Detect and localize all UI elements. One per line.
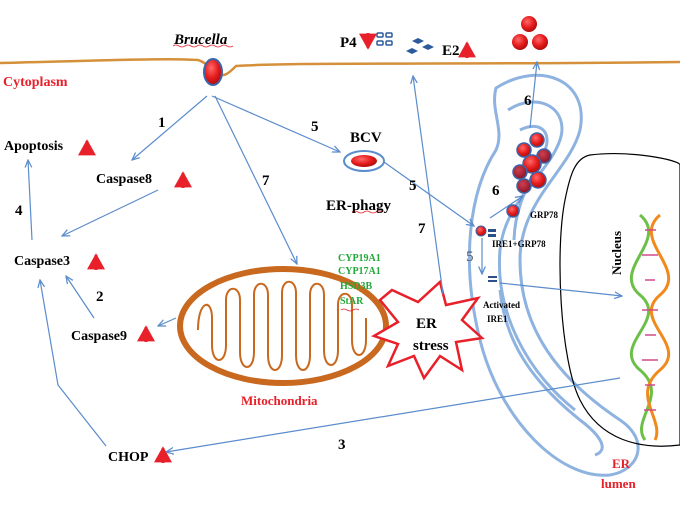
gene-label: HSD3B [340,281,373,292]
secreted-vesicles [512,16,548,50]
caspase3-label: Caspase3 [14,254,70,269]
p4-label: P4 [340,35,357,51]
mitochondrion [177,266,389,386]
step-number: 5 [311,119,319,135]
er-bacteria-cluster [506,132,552,218]
bcv-vesicle [343,150,385,172]
er-stress-label-line1: ER [416,316,437,332]
gene-label: CYP19A1 [338,253,381,264]
caspase9-label: Caspase9 [71,329,127,344]
er-lumen-label-line2: lumen [601,476,636,491]
step-number: 6 [492,183,500,199]
step-number: 1 [158,115,166,131]
gene-label: CYP17A1 [338,266,381,277]
er-lumen-label-line1: ER [612,456,631,471]
mitochondria-label: Mitochondria [241,393,318,408]
brucella-label: Brucella [173,32,228,48]
gene-label: StAR [340,296,364,307]
ire1-marker-icon [475,225,497,282]
e2-label: E2 [442,43,460,59]
step-number: 3 [338,437,346,453]
step-number: 6 [524,93,532,109]
nucleus-envelope [559,153,680,447]
step-number: 4 [15,203,23,219]
step-number: 7 [418,221,426,237]
step-number: 5 [466,249,474,265]
red-indicators [78,33,476,463]
nucleus-label: Nucleus [609,231,624,275]
brucella-bacterium [203,58,223,86]
activated-ire1-label-line1: Activated [483,300,520,310]
dna-helix-icon [629,213,671,441]
er-phagy-underline [351,210,383,214]
er-phagy-label: ER-phagy [326,198,392,214]
pathway-arrows [28,62,622,452]
cell-membrane [0,57,680,77]
er-stress-starburst [370,279,485,381]
step-number: 2 [96,289,104,305]
apoptosis-label: Apoptosis [4,139,64,154]
brucella-underline [172,44,234,48]
p4-molecules-icon [376,32,393,46]
activated-ire1-label-line2: IRE1 [487,314,508,324]
grp78-label: GRP78 [530,210,558,220]
bcv-label: BCV [350,130,382,146]
er-stress-label-line2: stress [413,338,449,354]
chop-label: CHOP [108,450,149,465]
ire1-grp78-label: IRE1+GRP78 [492,239,546,249]
step-number: 7 [262,173,270,189]
star-underline [340,308,360,312]
step-number: 5 [409,178,417,194]
cytoplasm-label: Cytoplasm [3,75,68,90]
e2-molecules-icon [406,38,434,54]
caspase8-label: Caspase8 [96,172,152,187]
